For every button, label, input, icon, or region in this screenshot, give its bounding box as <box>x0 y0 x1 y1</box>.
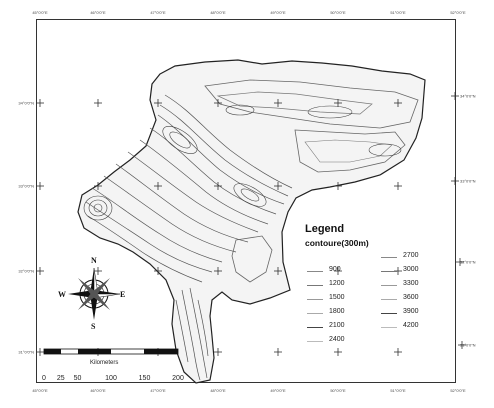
legend-title: Legend <box>305 223 345 235</box>
left-lat-label: 33°0'0"N <box>18 183 34 189</box>
bottom-lon-label: 52°0'0"E <box>450 388 466 393</box>
bottom-lon-label: 48°0'0"E <box>210 388 226 393</box>
legend-label: 900 <box>329 266 341 273</box>
hill-contours <box>83 104 402 221</box>
compass-n: N <box>91 256 97 265</box>
legend-line-swatch <box>381 271 397 272</box>
right-lat-label: 31°0'0"N <box>460 342 476 348</box>
legend-entry: 2700 <box>381 252 451 263</box>
legend-line-swatch <box>381 313 397 314</box>
legend-line-swatch <box>381 257 397 258</box>
scale-bar: Kilometers 0 25 50 100 150 200 <box>40 347 185 387</box>
bottom-lon-label: 51°0'0"E <box>390 388 406 393</box>
top-lon-label: 45°0'0"E <box>32 10 48 15</box>
legend-label: 2400 <box>329 336 345 343</box>
compass-s: S <box>91 322 96 331</box>
scale-label: 200 <box>172 375 184 382</box>
legend-label: 1200 <box>329 280 345 287</box>
legend-label: 3600 <box>403 294 419 301</box>
legend-line-swatch <box>307 271 323 272</box>
legend-entry: 1500 <box>307 294 377 305</box>
legend-line-swatch <box>307 341 323 342</box>
contour-line <box>294 129 406 173</box>
legend-entry: 1800 <box>307 308 377 319</box>
legend-entry: 4200 <box>381 322 451 333</box>
legend-label: 4200 <box>403 322 419 329</box>
right-lat-label: 33°0'0"N <box>460 178 476 184</box>
region-outline <box>77 59 426 384</box>
top-lon-label: 51°0'0"E <box>390 10 406 15</box>
top-lon-label: 46°0'0"E <box>90 10 106 15</box>
legend-entry: 2400 <box>307 336 377 347</box>
legend-label: 2700 <box>403 252 419 259</box>
compass-e: E <box>120 290 126 299</box>
graticule-crosses <box>36 92 466 356</box>
legend-subtitle: contoure(300m) <box>305 238 369 248</box>
legend-entry: 3300 <box>381 280 451 291</box>
left-lat-label: 31°0'0"N <box>18 349 34 355</box>
top-lon-label: 48°0'0"E <box>210 10 226 15</box>
scale-label: 150 <box>138 375 151 382</box>
scale-label: 25 <box>56 375 65 382</box>
scale-label: 0 <box>42 375 46 382</box>
contour-line <box>304 139 393 163</box>
top-lon-label: 49°0'0"E <box>270 10 286 15</box>
legend-label: 3000 <box>403 266 419 273</box>
legend-line-swatch <box>307 327 323 328</box>
south-contours <box>175 287 209 381</box>
legend-label: 3300 <box>403 280 419 287</box>
bottom-lon-label: 46°0'0"E <box>90 388 106 393</box>
top-lon-label: 52°0'0"E <box>450 10 466 15</box>
bottom-lon-label: 49°0'0"E <box>270 388 286 393</box>
contour-line <box>204 79 419 129</box>
top-lon-label: 47°0'0"E <box>150 10 166 15</box>
scale-bar-graphic <box>43 348 179 355</box>
bottom-lon-label: 45°0'0"E <box>32 388 48 393</box>
right-lat-label: 32°0'0"N <box>460 259 476 265</box>
scale-title: Kilometers <box>90 360 119 366</box>
legend-label: 3900 <box>403 308 419 315</box>
right-lat-label: 34°0'0"N <box>460 93 476 99</box>
legend-entry: 3000 <box>381 266 451 277</box>
left-lat-label: 32°0'0"N <box>18 268 34 274</box>
compass-w: W <box>58 290 66 299</box>
legend-line-swatch <box>307 299 323 300</box>
legend-label: 2100 <box>329 322 345 329</box>
legend: Legend contoure(300m) 900 1200 1500 1800 210… <box>303 222 453 372</box>
contour-line <box>231 235 273 283</box>
north-arrow: N S E W <box>58 254 128 334</box>
top-lon-label: 50°0'0"E <box>330 10 346 15</box>
legend-label: 1800 <box>329 308 345 315</box>
bottom-lon-label: 47°0'0"E <box>150 388 166 393</box>
legend-line-swatch <box>307 313 323 314</box>
legend-entry: 1200 <box>307 280 377 291</box>
scale-label: 100 <box>105 375 117 382</box>
legend-line-swatch <box>307 285 323 286</box>
legend-line-swatch <box>381 299 397 300</box>
contour-line <box>216 91 373 115</box>
compass-rose-icon <box>68 267 121 320</box>
legend-line-swatch <box>381 327 397 328</box>
left-lat-label: 34°0'0"N <box>18 100 34 106</box>
legend-entry: 2100 <box>307 322 377 333</box>
legend-label: 1500 <box>329 294 345 301</box>
legend-entry: 900 <box>307 266 377 277</box>
legend-line-swatch <box>381 285 397 286</box>
bottom-lon-label: 50°0'0"E <box>330 388 346 393</box>
scale-label: 50 <box>73 375 82 382</box>
legend-entry: 3900 <box>381 308 451 319</box>
legend-entry: 3600 <box>381 294 451 305</box>
